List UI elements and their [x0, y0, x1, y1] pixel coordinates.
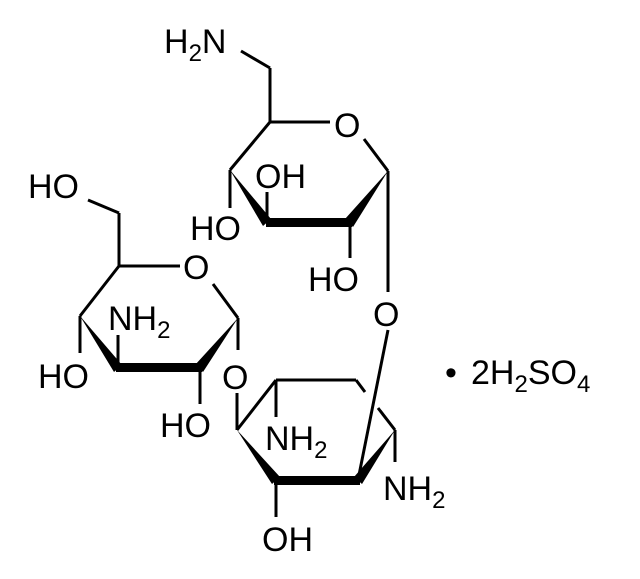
amine-label-top: H2N — [164, 23, 226, 67]
ring-oxygen-top: O — [334, 107, 360, 145]
bottom-ring-labels: NH2 NH2 OH — [262, 420, 445, 559]
ho-label-top-c4: HO — [190, 210, 241, 248]
amine-label-bottom-right: NH2 — [383, 470, 445, 514]
amine-label-bottom-inner: NH2 — [265, 420, 327, 464]
top-sugar-ring-bonds — [228, 49, 390, 292]
oh-label-top-c3: OH — [255, 158, 306, 196]
glycosidic-oxygen-top: O — [373, 296, 399, 334]
top-sugar-labels: H2N O OH HO HO O — [164, 23, 399, 334]
ho-label-left-c4: HO — [38, 358, 89, 396]
ho-label-hydroxymethyl: HO — [28, 168, 79, 206]
top-sugar-wedges — [230, 170, 388, 227]
left-sugar-labels: HO O NH2 HO HO O — [28, 168, 248, 445]
left-sugar-ring-bonds — [78, 198, 240, 404]
sulfate-salt-label: • 2H2SO4 — [445, 354, 590, 398]
glycosidic-oxygen-left: O — [222, 359, 248, 397]
amine-label-left: NH2 — [108, 300, 170, 344]
ring-oxygen-left: O — [183, 249, 209, 287]
ho-label-left-c2: HO — [160, 407, 211, 445]
salt-bullet: • — [445, 354, 457, 392]
oh-label-bottom: OH — [262, 521, 313, 559]
ho-label-top-c2: HO — [308, 261, 359, 299]
salt-formula: 2H2SO4 — [471, 354, 590, 398]
bottom-ring-bonds — [235, 329, 397, 517]
left-sugar-wedges — [80, 316, 238, 372]
bottom-ring-wedges — [237, 430, 395, 485]
